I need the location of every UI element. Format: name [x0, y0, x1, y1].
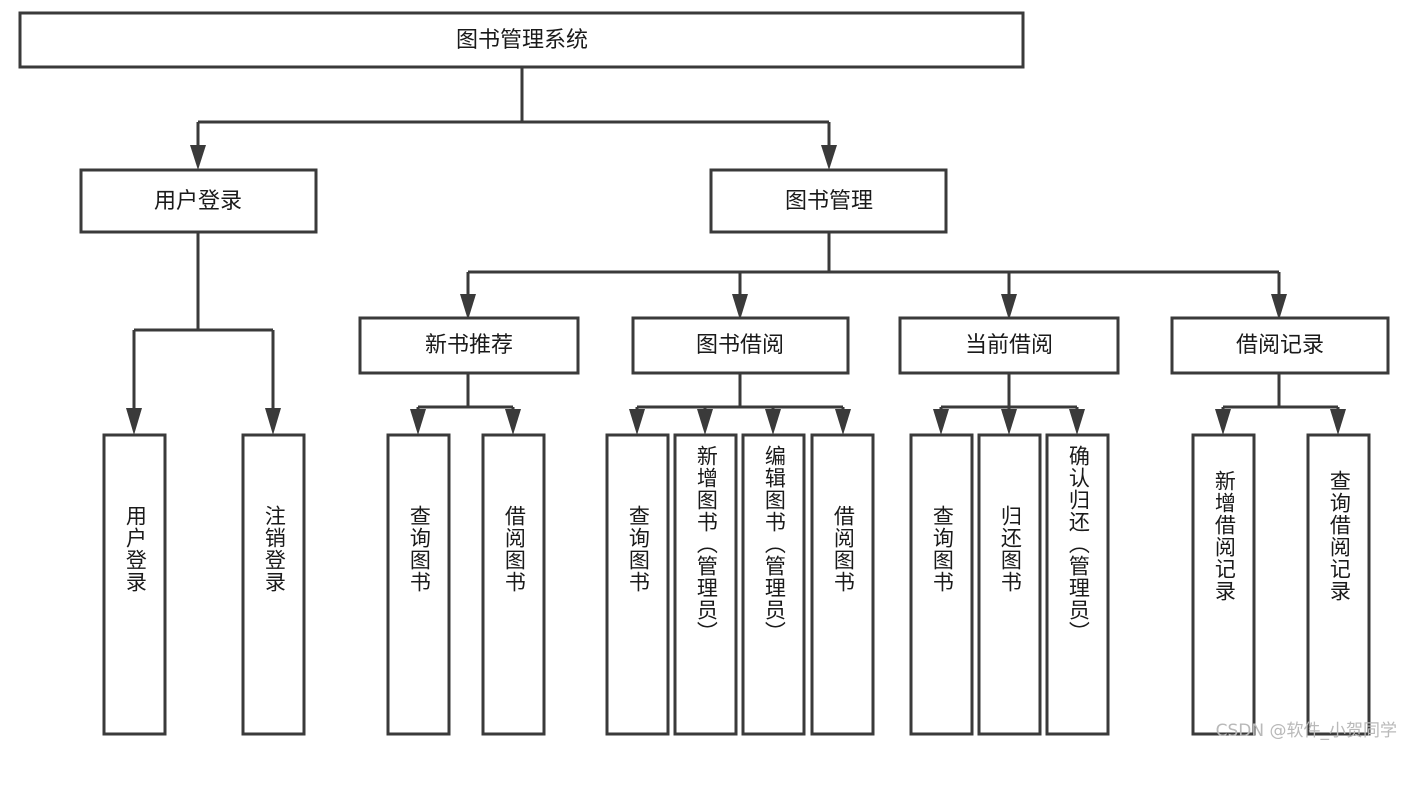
node-box-leaf-query-book-1[interactable]	[386, 433, 451, 736]
node-box-leaf-query-record[interactable]	[1306, 433, 1371, 736]
node-box-borrow-record[interactable]	[1170, 316, 1390, 375]
node-box-leaf-user-login[interactable]	[102, 433, 167, 736]
node-label-root: 图书管理系统	[456, 28, 588, 53]
connector-group-user-login	[126, 232, 281, 435]
arrow-borrow-record-leaf-1	[1215, 409, 1231, 435]
arrow-book-borrow-leaf-1	[629, 409, 645, 435]
node-box-leaf-edit-book[interactable]	[741, 433, 806, 736]
node-box-leaf-add-book[interactable]	[673, 433, 738, 736]
node-box-leaf-user-logout[interactable]	[241, 433, 306, 736]
arrow-book-manage-to-current-borrow	[1001, 294, 1017, 320]
arrow-borrow-record-leaf-2	[1330, 409, 1346, 435]
node-box-root[interactable]	[18, 11, 1025, 69]
connector-group-current-borrow	[933, 373, 1085, 435]
connector-group-book-manage	[460, 232, 1287, 320]
node-label-new-book-rec: 新书推荐	[425, 333, 513, 358]
diagram-canvas: 图书管理系统 用户登录 图书管理 新书推荐 图书借阅 当前借阅 借阅记录 用户登…	[18, 11, 1397, 741]
node-box-book-manage[interactable]	[709, 168, 948, 234]
arrow-root-to-book-manage	[821, 145, 837, 170]
arrow-book-manage-to-book-borrow	[732, 294, 748, 320]
node-label-book-borrow: 图书借阅	[696, 333, 784, 358]
arrow-book-borrow-leaf-2	[697, 409, 713, 435]
node-box-leaf-return-book[interactable]	[977, 433, 1042, 736]
node-box-leaf-borrow-book-2[interactable]	[810, 433, 875, 736]
connector-group-borrow-record	[1215, 373, 1346, 435]
node-box-leaf-add-record[interactable]	[1191, 433, 1256, 736]
arrow-user-login-leaf-1	[126, 408, 142, 435]
arrow-book-manage-to-new-book-rec	[460, 294, 476, 320]
node-box-leaf-confirm-return[interactable]	[1045, 433, 1110, 736]
node-label-user-login: 用户登录	[154, 189, 242, 214]
arrow-current-borrow-leaf-2	[1001, 409, 1017, 435]
arrow-book-manage-to-borrow-record	[1271, 294, 1287, 320]
node-label-borrow-record: 借阅记录	[1236, 333, 1324, 358]
arrow-book-borrow-leaf-3	[765, 409, 781, 435]
arrow-user-login-leaf-2	[265, 408, 281, 435]
arrow-new-book-rec-leaf-1	[410, 409, 426, 435]
watermark-text: CSDN @软件_小贺同学	[1215, 721, 1397, 741]
arrow-current-borrow-leaf-3	[1069, 409, 1085, 435]
arrow-root-to-user-login	[190, 145, 206, 170]
node-box-current-borrow[interactable]	[898, 316, 1120, 375]
node-label-current-borrow: 当前借阅	[965, 333, 1053, 358]
node-box-book-borrow[interactable]	[631, 316, 850, 375]
node-box-leaf-query-book-2[interactable]	[605, 433, 670, 736]
connector-group-book-borrow	[629, 373, 851, 435]
node-box-user-login[interactable]	[79, 168, 318, 234]
flowchart-svg: 图书管理系统 用户登录 图书管理 新书推荐 图书借阅 当前借阅 借阅记录	[18, 11, 1390, 736]
arrow-current-borrow-leaf-1	[933, 409, 949, 435]
node-box-leaf-borrow-book-1[interactable]	[481, 433, 546, 736]
arrow-new-book-rec-leaf-2	[505, 409, 521, 435]
connector-group-new-book-rec	[410, 373, 521, 435]
node-box-new-book-rec[interactable]	[358, 316, 580, 375]
node-box-leaf-query-book-3[interactable]	[909, 433, 974, 736]
arrow-book-borrow-leaf-4	[835, 409, 851, 435]
connector-group-root	[190, 67, 837, 170]
node-label-book-manage: 图书管理	[785, 189, 873, 214]
